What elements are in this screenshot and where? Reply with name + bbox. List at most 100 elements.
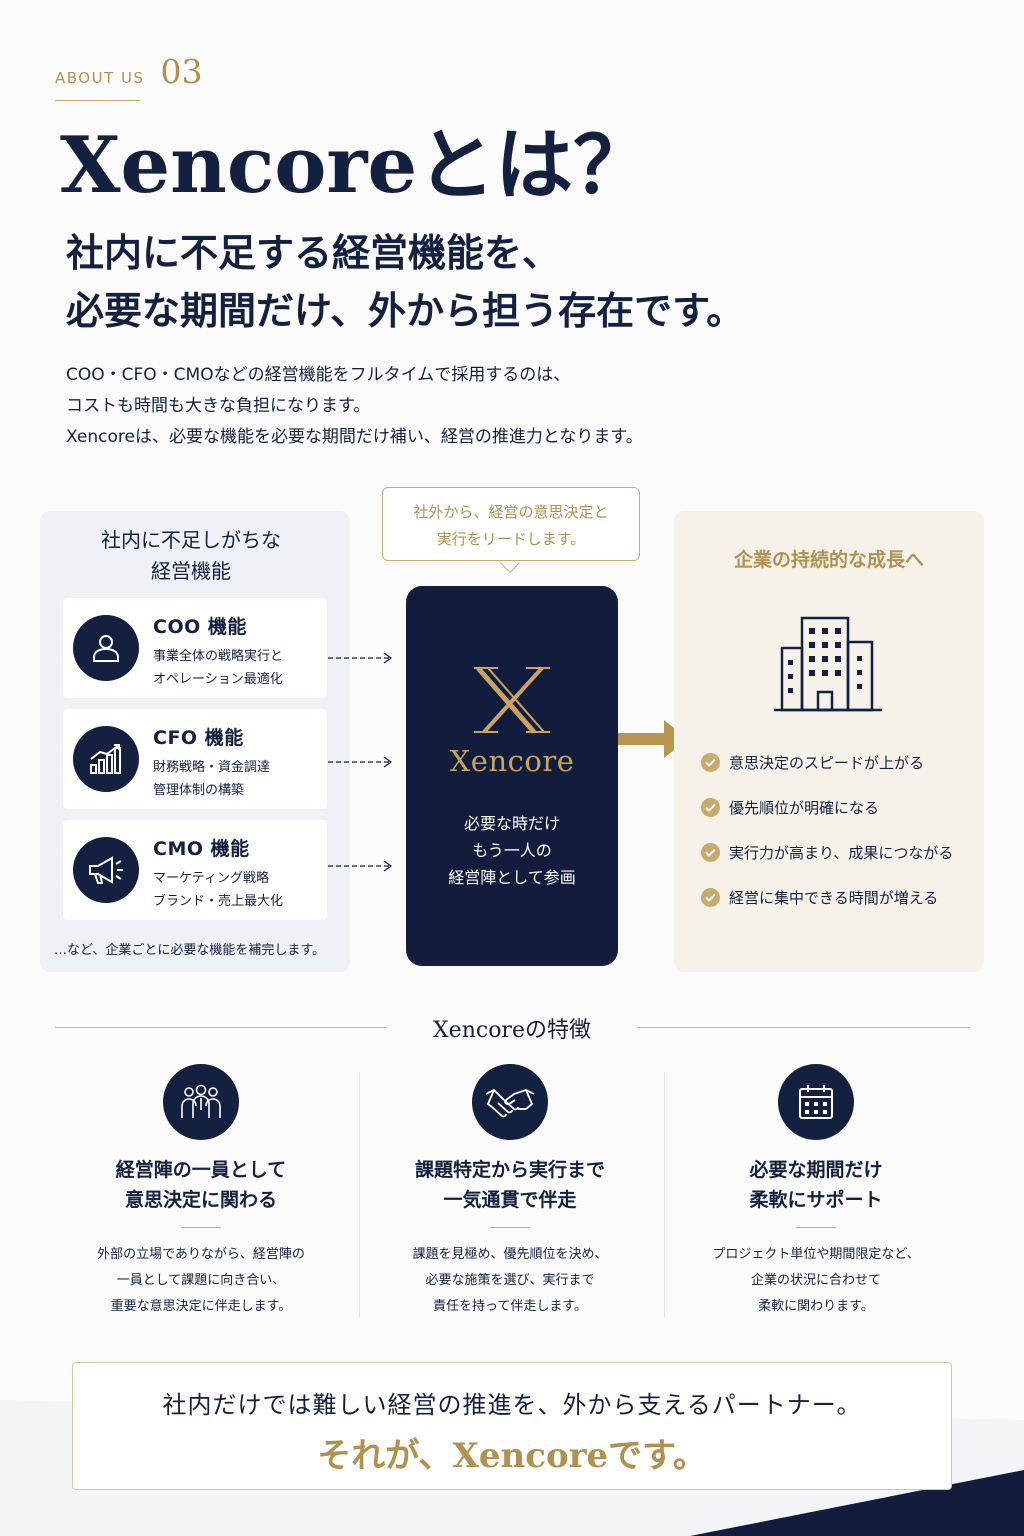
- function-card-coo: COO 機能 事業全体の戦略実行と オペレーション最適化: [63, 598, 327, 698]
- eyebrow-number: 03: [160, 52, 203, 91]
- arrow-right-icon: [618, 720, 688, 758]
- feature-desc-line: 責任を持って伴走します。: [432, 1299, 588, 1314]
- function-desc: マーケティング戦略 ブランド・売上最大化: [153, 867, 283, 913]
- xencore-logo-icon: [474, 666, 550, 734]
- feature-rule: [796, 1227, 836, 1228]
- feature-desc-line: 企業の状況に合わせて: [750, 1273, 881, 1288]
- feature-desc-line: プロジェクト単位や期間限定など、: [712, 1247, 920, 1262]
- features-heading: Xencoreの特徴: [433, 1018, 591, 1043]
- functions-note: …など、企業ごとに必要な機能を補完します。: [54, 943, 326, 958]
- closing-tagline: それが、Xencoreです。: [317, 1436, 707, 1476]
- feature-item: 必要な期間だけ 柔軟にサポート プロジェクト単位や期間限定など、 企業の状況に合…: [666, 1064, 966, 1320]
- benefit-text: 経営に集中できる時間が増える: [729, 889, 939, 907]
- features-divider: [55, 1027, 387, 1028]
- growth-panel: [674, 511, 984, 972]
- handshake-icon: [472, 1064, 548, 1140]
- column-separator: [664, 1072, 665, 1318]
- benefit-text: 優先順位が明確になる: [729, 799, 880, 817]
- feature-item: 経営陣の一員として 意思決定に関わる 外部の立場でありながら、経営陣の 一員とし…: [51, 1064, 351, 1320]
- missing-functions-title: 社内に不足しがちな 経営機能: [40, 525, 342, 587]
- closing-line: 社内だけでは難しい経営の推進を、外から支えるパートナー。: [162, 1391, 862, 1419]
- check-icon: [701, 798, 720, 817]
- growth-title: 企業の持続的な成長へ: [733, 549, 924, 571]
- function-name: COO 機能: [153, 616, 247, 638]
- check-icon: [701, 843, 720, 862]
- lead-line: 必要な期間だけ、外から担う存在です。: [66, 288, 745, 333]
- benefit-item: 意思決定のスピードが上がる: [701, 752, 924, 773]
- dashed-arrow-icon: [328, 756, 393, 768]
- function-desc-line: 財務戦略・資金調達: [153, 760, 271, 775]
- dashed-arrow-icon: [328, 652, 393, 664]
- function-desc: 財務戦略・資金調達 管理体制の構築: [153, 756, 270, 802]
- benefit-item: 実行力が高まり、成果につながる: [701, 842, 953, 863]
- panel-title-line: 経営機能: [151, 559, 231, 583]
- dashed-arrow-icon: [328, 860, 393, 872]
- check-icon: [701, 888, 720, 907]
- feature-title-line: 一気通貫で伴走: [443, 1189, 577, 1211]
- function-desc-line: ブランド・売上最大化: [153, 894, 284, 909]
- bubble-line: 実行をリードします。: [436, 530, 586, 548]
- calendar-icon: [778, 1064, 854, 1140]
- benefit-text: 実行力が高まり、成果につながる: [729, 844, 954, 862]
- lead-line: 社内に不足する経営機能を、: [66, 230, 561, 275]
- section-eyebrow: ABOUT US 03: [55, 52, 203, 91]
- function-desc-line: マーケティング戦略: [153, 871, 269, 886]
- check-icon: [701, 753, 720, 772]
- building-icon: [774, 616, 882, 712]
- user-icon: [73, 615, 139, 681]
- function-card-cmo: CMO 機能 マーケティング戦略 ブランド・売上最大化: [63, 820, 327, 920]
- intro-line: COO・CFO・CMOなどの経営機能をフルタイムで採用するのは、: [66, 365, 571, 385]
- feature-desc-line: 重要な意思決定に伴走します。: [110, 1299, 292, 1314]
- feature-desc: 課題を見極め、優先順位を決め、 必要な施策を選び、実行まで 責任を持って伴走しま…: [360, 1242, 660, 1320]
- feature-rule: [490, 1227, 530, 1228]
- function-desc-line: オペレーション最適化: [153, 672, 283, 687]
- benefit-text: 意思決定のスピードが上がる: [729, 754, 925, 772]
- team-icon: [163, 1064, 239, 1140]
- eyebrow-label: ABOUT US: [55, 69, 145, 87]
- function-name: CMO 機能: [153, 838, 250, 860]
- bar-chart-icon: [73, 726, 139, 792]
- feature-rule: [181, 1227, 221, 1228]
- feature-title-line: 意思決定に関わる: [124, 1189, 277, 1211]
- feature-title-line: 必要な期間だけ: [749, 1159, 883, 1181]
- xencore-card: [406, 586, 618, 966]
- eyebrow-divider: [55, 100, 140, 101]
- feature-desc-line: 課題を見極め、優先順位を決め、: [412, 1247, 608, 1262]
- panel-title-line: 社内に不足しがちな: [101, 528, 281, 552]
- intro-line: コストも時間も大きな負担になります。: [66, 396, 371, 416]
- xencore-brand: Xencore: [449, 744, 575, 778]
- page-title: Xencoreとは？: [60, 120, 652, 211]
- feature-item: 課題特定から実行まで 一気通貫で伴走 課題を見極め、優先順位を決め、 必要な施策…: [360, 1064, 660, 1320]
- feature-title-line: 経営陣の一員として: [115, 1159, 287, 1181]
- feature-title-line: 柔軟にサポート: [749, 1189, 883, 1211]
- feature-desc-line: 一員として課題に向き合い、: [116, 1273, 286, 1288]
- feature-title: 課題特定から実行まで 一気通貫で伴走: [360, 1155, 660, 1215]
- bubble-line: 社外から、経営の意思決定と: [413, 503, 609, 521]
- feature-desc: 外部の立場でありながら、経営陣の 一員として課題に向き合い、 重要な意思決定に伴…: [51, 1242, 351, 1320]
- function-desc: 事業全体の戦略実行と オペレーション最適化: [153, 645, 283, 691]
- features-divider: [637, 1027, 970, 1028]
- feature-desc-line: 外部の立場でありながら、経営陣の: [97, 1247, 305, 1262]
- feature-desc: プロジェクト単位や期間限定など、 企業の状況に合わせて 柔軟に関わります。: [666, 1242, 966, 1320]
- function-desc-line: 管理体制の構築: [153, 783, 245, 798]
- function-name: CFO 機能: [153, 727, 244, 749]
- closing-message-box: [72, 1362, 952, 1490]
- benefit-item: 優先順位が明確になる: [701, 797, 879, 818]
- feature-title: 必要な期間だけ 柔軟にサポート: [666, 1155, 966, 1215]
- intro-line: Xencoreは、必要な機能を必要な期間だけ補い、経営の推進力となります。: [66, 427, 643, 447]
- column-separator: [359, 1072, 360, 1318]
- function-desc-line: 事業全体の戦略実行と: [153, 649, 284, 664]
- feature-desc-line: 柔軟に関わります。: [758, 1299, 874, 1314]
- speech-bubble: 社外から、経営の意思決定と 実行をリードします。: [382, 487, 640, 561]
- feature-title: 経営陣の一員として 意思決定に関わる: [51, 1155, 351, 1215]
- xencore-message: 必要な時だけ もう一人の 経営陣として参画: [406, 810, 618, 891]
- message-line: 経営陣として参画: [448, 868, 576, 887]
- megaphone-icon: [73, 837, 139, 903]
- benefit-item: 経営に集中できる時間が増える: [701, 887, 938, 908]
- intro-paragraph: COO・CFO・CMOなどの経営機能をフルタイムで採用するのは、 コストも時間も…: [66, 360, 643, 453]
- message-line: もう一人の: [472, 841, 552, 860]
- feature-desc-line: 必要な施策を選び、実行まで: [425, 1273, 595, 1288]
- feature-title-line: 課題特定から実行まで: [414, 1159, 605, 1181]
- lead-text: 社内に不足する経営機能を、 必要な期間だけ、外から担う存在です。: [66, 224, 744, 340]
- message-line: 必要な時だけ: [463, 814, 560, 833]
